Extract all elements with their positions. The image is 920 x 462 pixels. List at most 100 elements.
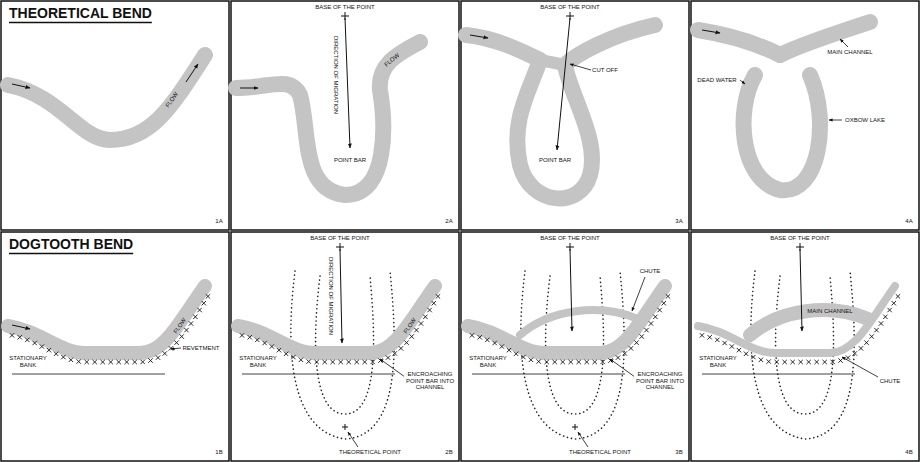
revetment-mark xyxy=(537,359,541,363)
bend-panel xyxy=(691,232,919,461)
flow-arrow xyxy=(240,88,258,89)
revetment-mark xyxy=(708,335,712,339)
migration-arrow xyxy=(340,249,342,343)
revetment-mark xyxy=(174,340,178,344)
bend-panel xyxy=(461,232,689,461)
revetment-mark xyxy=(193,315,197,319)
revetment-mark xyxy=(132,360,136,364)
revetment-mark xyxy=(830,360,834,364)
revetment-mark xyxy=(189,321,193,325)
bank-label: STATIONARY BANK xyxy=(235,355,281,368)
revetment-mark xyxy=(507,348,511,352)
revetment-mark xyxy=(322,360,326,364)
migration-arrow xyxy=(800,249,802,331)
revetment-mark xyxy=(432,301,436,305)
panel-number: 4A xyxy=(904,218,913,225)
revetment-mark xyxy=(560,360,564,364)
revetment-mark xyxy=(156,355,160,359)
revetment-mark xyxy=(40,344,44,348)
leader-arrow xyxy=(740,80,745,84)
revetment-mark xyxy=(169,346,173,350)
river-channel xyxy=(468,286,665,353)
river-channel xyxy=(698,286,895,353)
revetment-mark xyxy=(370,360,374,364)
revetment-mark xyxy=(184,328,188,332)
revetment-mark xyxy=(206,294,210,298)
revetment-mark xyxy=(879,321,883,325)
panel-heading: THEORETICAL BEND xyxy=(8,6,153,21)
bank-label: STATIONARY BANK xyxy=(695,355,741,368)
revetment-mark xyxy=(657,308,661,312)
revetment-mark xyxy=(427,308,431,312)
stationary-bank-line xyxy=(702,374,855,375)
bend-panel xyxy=(1,232,229,461)
revetment-mark xyxy=(262,341,266,345)
panel-frame xyxy=(691,1,919,230)
revetment-mark xyxy=(584,360,588,364)
revetment-mark xyxy=(759,358,763,362)
leader-arrow xyxy=(829,120,842,121)
river-channel xyxy=(8,55,205,140)
revetment-mark xyxy=(883,315,887,319)
theoretical-point-label: THEORETICAL POINT xyxy=(568,449,632,456)
revetment-mark xyxy=(179,334,183,338)
revetment-mark xyxy=(864,340,868,344)
bend-panel xyxy=(1,1,229,230)
heading-underline xyxy=(9,22,152,24)
revetment-mark xyxy=(248,335,252,339)
bend-panel xyxy=(461,1,689,230)
panel-frame xyxy=(461,1,689,230)
theoretical-point-label: THEORETICAL POINT xyxy=(338,449,402,456)
leader-arrow xyxy=(380,359,405,377)
migration-arrow xyxy=(557,18,570,150)
leader-arrow xyxy=(570,64,591,70)
panel-number: 4B xyxy=(904,449,913,456)
bend-panel xyxy=(231,232,459,461)
revetment-mark xyxy=(544,360,548,364)
theoretical-bank xyxy=(776,276,834,414)
revetment-mark xyxy=(25,338,29,342)
panel-number: 3B xyxy=(674,449,683,456)
revetment-mark xyxy=(346,360,350,364)
river-channel xyxy=(236,42,420,195)
revetment-mark xyxy=(338,360,342,364)
panel-frame xyxy=(691,232,919,461)
revetment-mark xyxy=(790,360,794,364)
revetment-mark xyxy=(896,294,900,298)
revetment-mark xyxy=(84,360,88,364)
revetment-mark xyxy=(270,344,274,348)
revetment-mark xyxy=(568,360,572,364)
revetment-mark xyxy=(529,358,533,362)
river-channel xyxy=(238,286,435,353)
revetment-mark xyxy=(255,338,259,342)
revetment-mark xyxy=(277,348,281,352)
panel-frame xyxy=(1,1,229,230)
revetment-mark xyxy=(634,340,638,344)
river-channel xyxy=(744,75,820,190)
leader-arrow xyxy=(840,39,848,47)
chute-label: CHUTE xyxy=(879,378,902,385)
revetment-guide xyxy=(240,293,440,362)
panel-frame xyxy=(231,232,459,461)
panel-frame xyxy=(461,232,689,461)
revetment-mark xyxy=(478,335,482,339)
revetment-mark xyxy=(10,333,14,337)
leader-arrow xyxy=(610,359,635,377)
revetment-mark xyxy=(700,333,704,337)
revetment-mark xyxy=(500,344,504,348)
revetment-mark xyxy=(629,346,633,350)
revetment-mark xyxy=(436,294,440,298)
flow-label: FLOW xyxy=(382,51,401,68)
chute-label: CHUTE xyxy=(639,268,662,275)
revetment-mark xyxy=(124,360,128,364)
revetment-mark xyxy=(399,346,403,350)
panel-frame xyxy=(231,1,459,230)
revetment-mark xyxy=(354,360,358,364)
revetment-mark xyxy=(887,308,891,312)
revetment-mark xyxy=(163,351,167,355)
revetment-mark xyxy=(806,360,810,364)
flow-arrow xyxy=(470,35,488,38)
revetment-mark xyxy=(485,338,489,342)
bank-label: STATIONARY BANK xyxy=(465,355,511,368)
base-label: BASE OF THE POINT xyxy=(539,235,601,242)
